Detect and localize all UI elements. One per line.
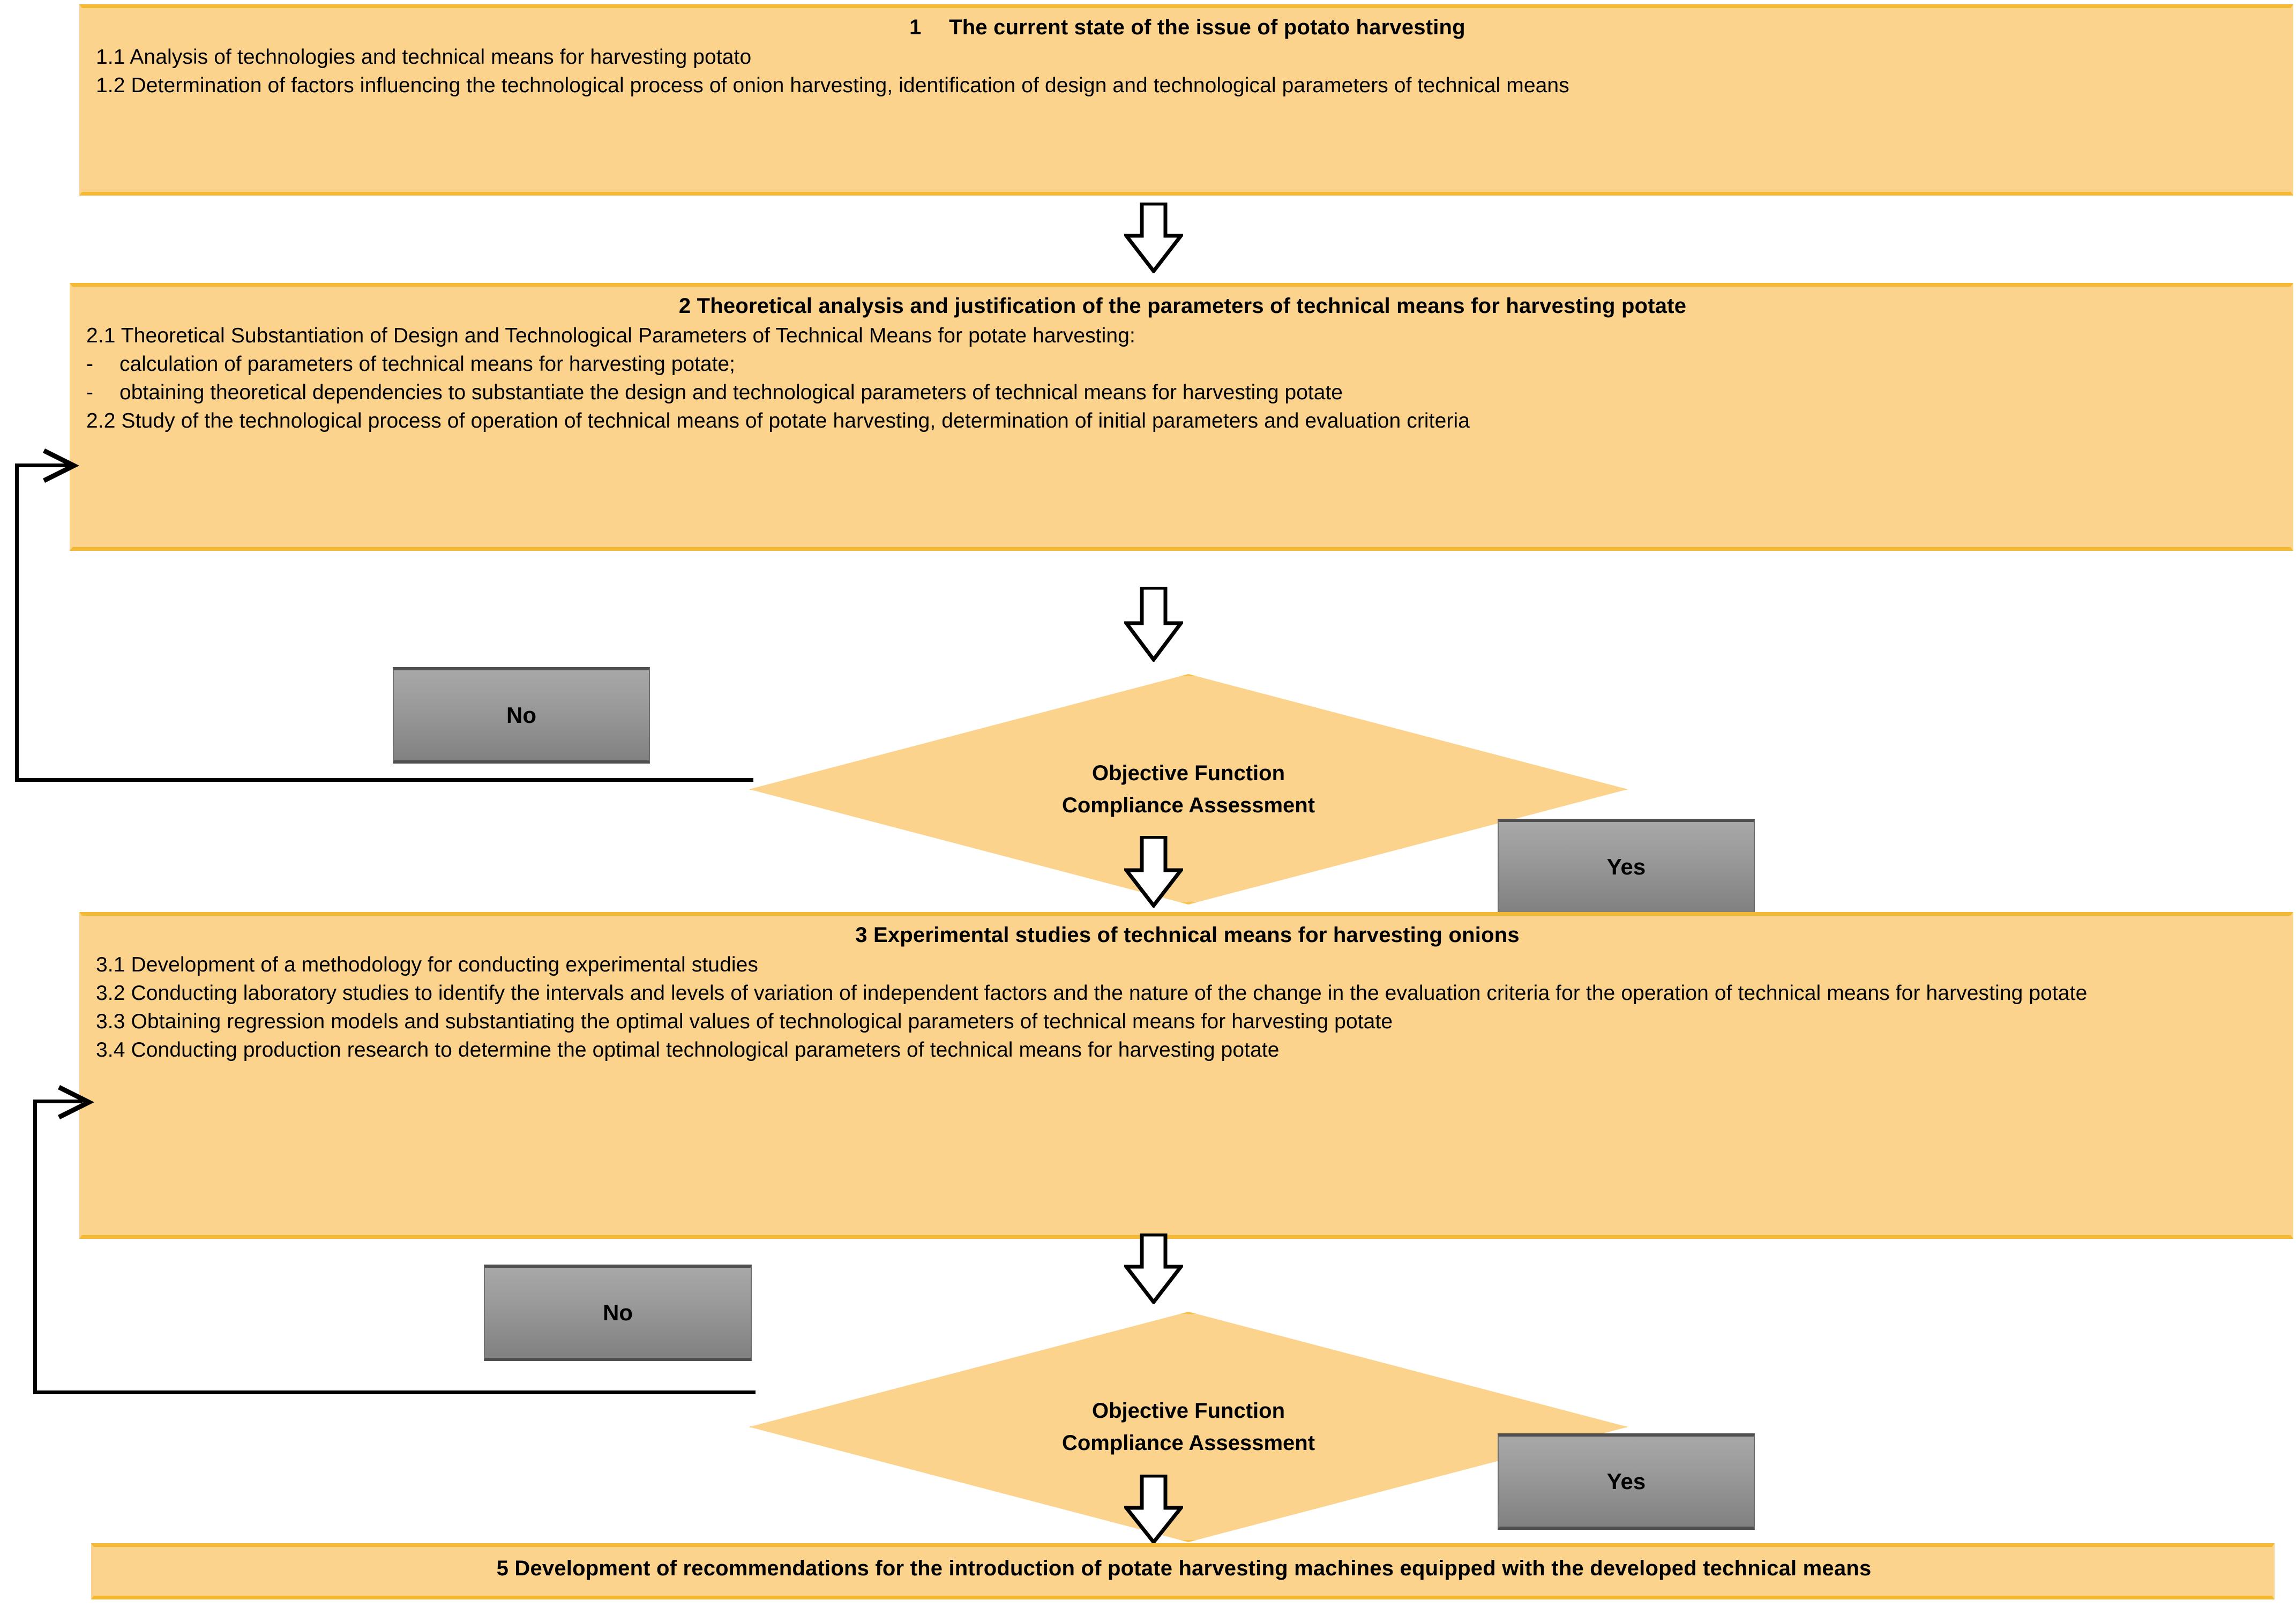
stage-3-box: 3 Experimental studies of technical mean… [79,912,2293,1239]
arrow-decision1-to-stage3 [1124,836,1183,908]
decision-1-no-box: No [393,667,650,764]
feedback-1-horizontal-upper [15,463,69,467]
decision-1-diamond: Objective Function Compliance Assessment [749,674,1628,904]
feedback-2-horizontal-upper [33,1100,83,1103]
decision-1-yes-box: Yes [1498,819,1755,915]
decision-2-yes-label: Yes [1606,1469,1646,1494]
decision-1-shape [749,674,1628,904]
stage-5-box: 5 Development of recommendations for the… [91,1543,2275,1599]
stage-3-line-4: 3.4 Conducting production research to de… [96,1038,1280,1061]
stage-1-line-1: 1.1 Analysis of technologies and technic… [96,45,752,69]
stage-3-line-3: 3.3 Obtaining regression models and subs… [96,1010,1393,1033]
decision-1-no-label: No [506,702,536,728]
stage-2-box: 2 Theoretical analysis and justification… [70,283,2293,551]
feedback-2-vertical [33,1101,37,1394]
stage-2-bullet-1-text: calculation of parameters of technical m… [119,352,735,376]
decision-2-yes-box: Yes [1498,1433,1755,1530]
stage-1-line-2: 1.2 Determination of factors influencing… [96,73,1569,97]
feedback-1-vertical [15,465,19,781]
decision-2-shape [749,1312,1628,1542]
stage-1-box: 1 The current state of the issue of pota… [79,4,2293,196]
decision-1-yes-label: Yes [1606,854,1646,879]
feedback-1-arrowhead-icon [41,447,79,484]
stage-2-bullet-2-marker: - [86,380,93,404]
arrow-decision2-to-stage5 [1124,1475,1183,1544]
stage-3-title: 3 Experimental studies of technical mean… [855,923,1520,947]
arrow-stage2-to-decision1 [1124,587,1183,662]
arrow-stage3-to-decision2 [1124,1233,1183,1304]
stage-2-line-1: 2.1 Theoretical Substantiation of Design… [86,324,1135,347]
feedback-1-horizontal-lower [15,778,753,782]
decision-2-diamond: Objective Function Compliance Assessment [749,1312,1628,1542]
stage-2-bullet-2-text: obtaining theoretical dependencies to su… [119,380,1343,404]
decision-2-no-box: No [484,1265,752,1361]
stage-2-bullet-2: - obtaining theoretical dependencies to … [86,378,2279,407]
stage-2-title: 2 Theoretical analysis and justification… [678,294,1687,318]
feedback-2-arrowhead-icon [56,1084,94,1120]
stage-1-title: 1 The current state of the issue of pota… [909,16,1465,39]
stage-5-title: 5 Development of recommendations for the… [496,1557,1872,1580]
stage-2-line-2: 2.2 Study of the technological process o… [86,409,1470,432]
stage-2-bullet-1-marker: - [86,352,93,376]
decision-2-no-label: No [603,1300,633,1325]
stage-3-line-1: 3.1 Development of a methodology for con… [96,953,759,976]
feedback-2-horizontal-lower [33,1390,756,1394]
arrow-stage1-to-stage2 [1124,203,1183,273]
stage-2-bullet-1: - calculation of parameters of technical… [86,350,2279,378]
stage-3-line-2: 3.2 Conducting laboratory studies to ide… [96,981,2088,1005]
